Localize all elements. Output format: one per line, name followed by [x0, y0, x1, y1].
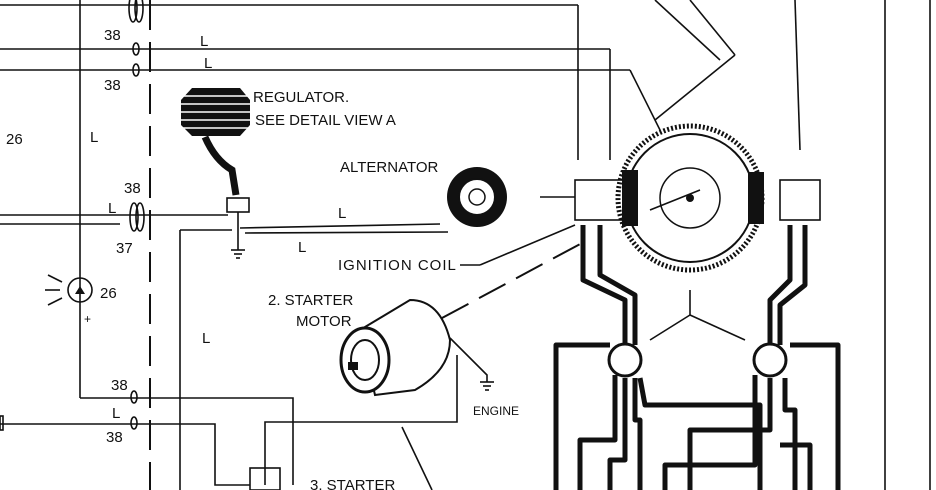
wire-code: 38: [124, 180, 141, 197]
alternator-icon: [447, 167, 507, 227]
wire-code: 38: [106, 429, 123, 446]
regulator-detail-label: SEE DETAIL VIEW A: [255, 112, 396, 129]
indicator-lamp-icon: [45, 274, 93, 306]
lamp-code: 26: [100, 285, 117, 302]
starter-relay-icon: [249, 467, 281, 490]
polarity-plus: +: [84, 312, 91, 326]
wire-color-code: L: [112, 405, 120, 422]
wire-color-code: L: [202, 330, 210, 347]
flywheel-icon: [574, 123, 821, 273]
wire-color-code: L: [200, 33, 208, 50]
regulator-label: REGULATOR.: [253, 89, 349, 106]
regulator-icon: [181, 88, 250, 259]
connectors: [0, 0, 145, 431]
wire-code: 26: [6, 131, 23, 148]
wire-color-code: L: [298, 239, 306, 256]
engine-ground-label: ENGINE: [473, 404, 519, 418]
starter-relay-label: 3. STARTER: [310, 477, 395, 490]
stator-leads: [553, 225, 841, 490]
wire-code: 38: [104, 77, 121, 94]
wire-code: 38: [111, 377, 128, 394]
wire-color-code: L: [338, 205, 346, 222]
wire-color-code: L: [108, 200, 116, 217]
alternator-label: ALTERNATOR: [340, 159, 439, 176]
wire-color-code: L: [204, 55, 212, 72]
ignition-coil-label: IGNITION COIL: [338, 257, 457, 274]
wire-code: 38: [104, 27, 121, 44]
wire-color-code: L: [90, 129, 98, 146]
starter-motor-label: 2. STARTER: [268, 292, 353, 309]
starter-motor-icon: [339, 298, 494, 397]
wire-code: 37: [116, 240, 133, 257]
starter-motor-label-2: MOTOR: [296, 313, 352, 330]
